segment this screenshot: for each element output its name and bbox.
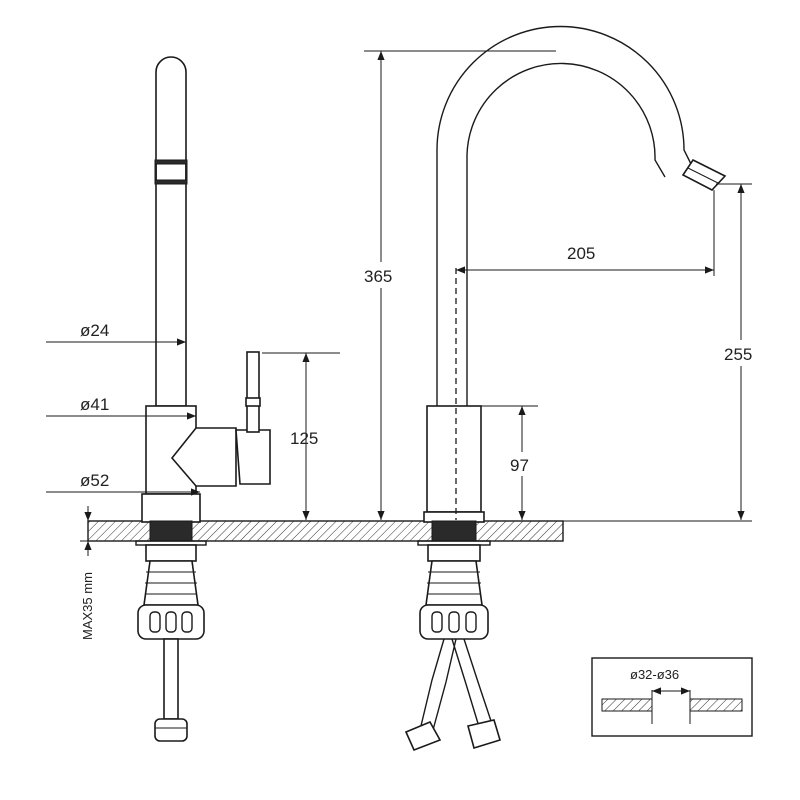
dimension-205-label: 205: [567, 244, 595, 263]
dimension-d52-label: ø52: [80, 471, 109, 490]
dimension-d24-label: ø24: [80, 321, 109, 340]
dimension-365-label: 365: [364, 267, 392, 286]
dimension-97: 97: [481, 405, 543, 520]
dimension-125: 125: [262, 352, 340, 520]
side-view-faucet: [135, 56, 271, 742]
dimension-max35-label: MAX35 mm: [80, 572, 95, 640]
dimension-255-label: 255: [724, 345, 752, 364]
dimension-365: 365: [362, 50, 556, 520]
dimension-d24: ø24: [46, 321, 186, 346]
dimension-d52: ø52: [46, 471, 200, 496]
mounting-hole-inset: ø32-ø36: [591, 657, 753, 737]
dimension-d41: ø41: [46, 395, 196, 420]
front-view-faucet: [404, 25, 727, 752]
dimension-255: 255: [563, 183, 768, 522]
dimension-125-label: 125: [290, 429, 318, 448]
dimension-d41-label: ø41: [80, 395, 109, 414]
mounting-hole-label: ø32-ø36: [630, 667, 679, 682]
dimension-205: 205: [456, 190, 715, 276]
dimension-97-label: 97: [510, 456, 529, 475]
dimension-max35: MAX35 mm: [80, 506, 96, 640]
